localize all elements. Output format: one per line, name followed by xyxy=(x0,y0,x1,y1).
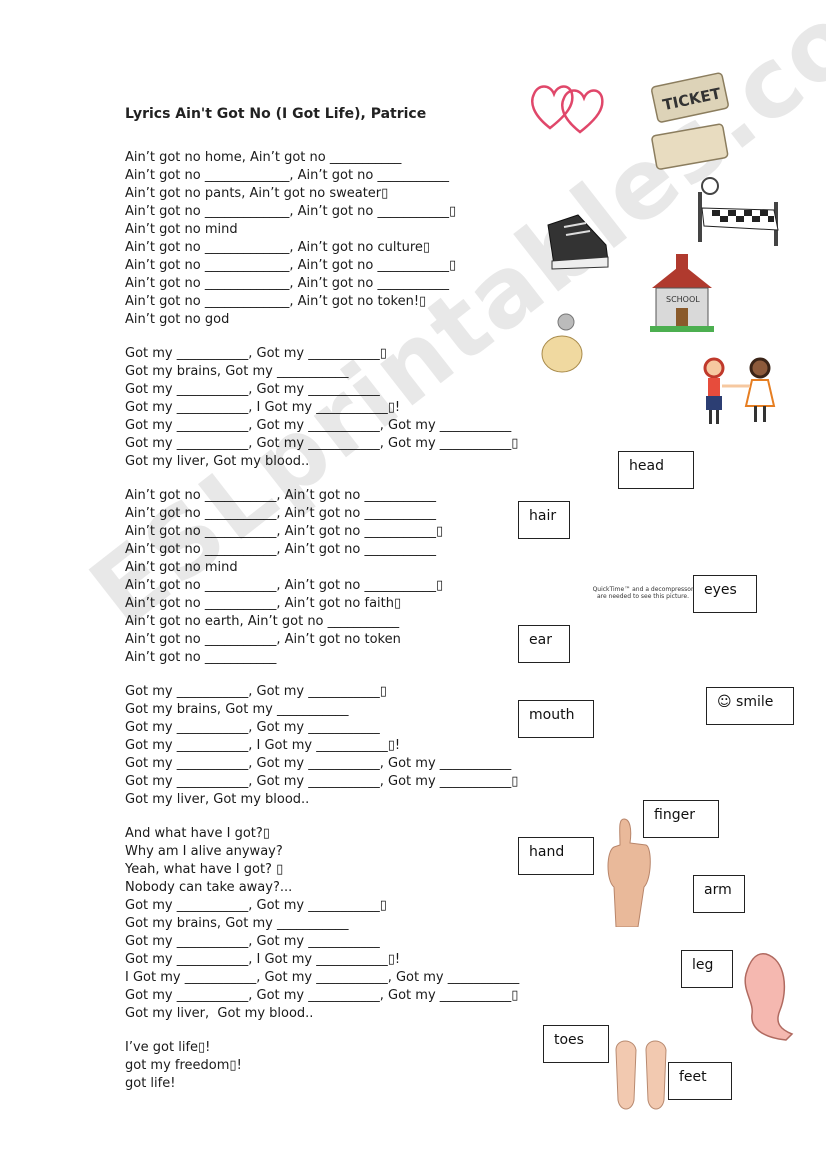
lyric-line: Ain’t got no god xyxy=(125,312,230,327)
lyric-line: Got my ___________, Got my ___________ xyxy=(125,382,380,397)
hearts-icon xyxy=(531,85,604,134)
word-box-finger: finger xyxy=(643,800,719,838)
lyric-line: I Got my ___________, Got my ___________… xyxy=(125,970,520,985)
lyric-line: Got my brains, Got my ___________ xyxy=(125,702,349,717)
tickets-icon: TICKET xyxy=(650,72,729,170)
lyric-line: Got my brains, Got my ___________ xyxy=(125,916,349,931)
lyric-line: Got my ___________, Got my ___________, … xyxy=(125,418,512,433)
lyric-line: got life! xyxy=(125,1076,176,1091)
lyric-line: Ain’t got no earth, Ain’t got no _______… xyxy=(125,614,400,629)
lyric-line: Ain’t got no ___________, Ain’t got no _… xyxy=(125,506,436,521)
lyric-line: Ain’t got no ___________ xyxy=(125,650,277,665)
lyric-line: Got my ___________, Got my ___________, … xyxy=(125,988,519,1003)
lyric-line: Got my ___________, Got my ___________▯ xyxy=(125,898,387,913)
word-box-leg: leg xyxy=(681,950,733,988)
lyric-line: got my freedom▯! xyxy=(125,1058,242,1073)
lyric-line: Got my ___________, Got my ___________, … xyxy=(125,436,519,451)
lyric-line: Ain’t got no _____________, Ain’t got no… xyxy=(125,294,427,309)
word-box-hand: hand xyxy=(518,837,594,875)
feet-icon xyxy=(615,1040,667,1110)
lyric-line: Ain’t got no home, Ain’t got no ________… xyxy=(125,150,402,165)
lyric-line: Got my ___________, Got my ___________, … xyxy=(125,774,519,789)
lyric-line: Ain’t got no ___________, Ain’t got no t… xyxy=(125,632,401,647)
lyric-line: Got my ___________, Got my ___________, … xyxy=(125,756,512,771)
lyric-line: Got my ___________, Got my ___________ xyxy=(125,934,380,949)
lyric-line: Ain’t got no mind xyxy=(125,222,238,237)
bed-icon xyxy=(698,177,779,246)
leg-icon xyxy=(744,952,794,1041)
lyric-line: Ain’t got no ___________, Ain’t got no _… xyxy=(125,488,436,503)
school-icon: SCHOOL xyxy=(650,254,714,332)
lyric-line: Got my liver, Got my blood.. xyxy=(125,454,310,469)
quicktime-notice: QuickTime™ and a decompressor are needed… xyxy=(592,586,694,600)
perfume-icon xyxy=(541,313,583,373)
word-box-ear: ear xyxy=(518,625,570,663)
word-box-feet: feet xyxy=(668,1062,732,1100)
word-box-hair: hair xyxy=(518,501,570,539)
kids-icon xyxy=(703,357,776,424)
lyric-line: Yeah, what have I got? ▯ xyxy=(125,862,284,877)
lyric-line: Ain’t got no _____________, Ain’t got no… xyxy=(125,168,449,183)
lyric-line: Got my liver, Got my blood.. xyxy=(125,792,310,807)
lyric-line: Got my liver, Got my blood.. xyxy=(125,1006,314,1021)
lyric-line: Got my ___________, I Got my ___________… xyxy=(125,400,401,415)
thumbs-up-icon xyxy=(607,818,651,927)
lyric-line: Got my brains, Got my ___________ xyxy=(125,364,349,379)
shoe-icon xyxy=(547,214,609,270)
word-box-eyes: eyes xyxy=(693,575,757,613)
lyric-line: Ain’t got no ___________, Ain’t got no _… xyxy=(125,578,444,593)
lyric-line: Got my ___________, Got my ___________▯ xyxy=(125,684,387,699)
worksheet-title: Lyrics Ain't Got No (I Got Life), Patric… xyxy=(125,106,427,122)
lyric-line: Ain’t got no _____________, Ain’t got no… xyxy=(125,240,431,255)
lyric-line: Ain’t got no pants, Ain’t got no sweater… xyxy=(125,186,389,201)
word-box-toes: toes xyxy=(543,1025,609,1063)
lyric-line: Got my ___________, I Got my ___________… xyxy=(125,738,401,753)
lyric-line: Ain’t got no ___________, Ain’t got no _… xyxy=(125,524,444,539)
lyric-line: Ain’t got no _____________, Ain’t got no… xyxy=(125,276,449,291)
word-box-mouth: mouth xyxy=(518,700,594,738)
lyric-line: Got my ___________, Got my ___________ xyxy=(125,720,380,735)
lyric-line: Ain’t got no _____________, Ain’t got no… xyxy=(125,204,457,219)
lyric-line: Ain’t got no ___________, Ain’t got no f… xyxy=(125,596,402,611)
lyric-line: Ain’t got no _____________, Ain’t got no… xyxy=(125,258,457,273)
lyric-line: Ain’t got no ___________, Ain’t got no _… xyxy=(125,542,436,557)
lyric-line: Ain’t got no mind xyxy=(125,560,238,575)
lyric-line: And what have I got?▯ xyxy=(125,826,270,841)
lyric-line: Why am I alive anyway? xyxy=(125,844,283,859)
lyric-line: Got my ___________, I Got my ___________… xyxy=(125,952,401,967)
word-box-head: head xyxy=(618,451,694,489)
word-box-smile: ☺ smile xyxy=(706,687,794,725)
lyric-line: I’ve got life▯! xyxy=(125,1040,211,1055)
svg-text:SCHOOL: SCHOOL xyxy=(666,295,700,304)
lyric-line: Got my ___________, Got my ___________▯ xyxy=(125,346,387,361)
lyric-line: Nobody can take away?... xyxy=(125,880,293,895)
word-box-arm: arm xyxy=(693,875,745,913)
